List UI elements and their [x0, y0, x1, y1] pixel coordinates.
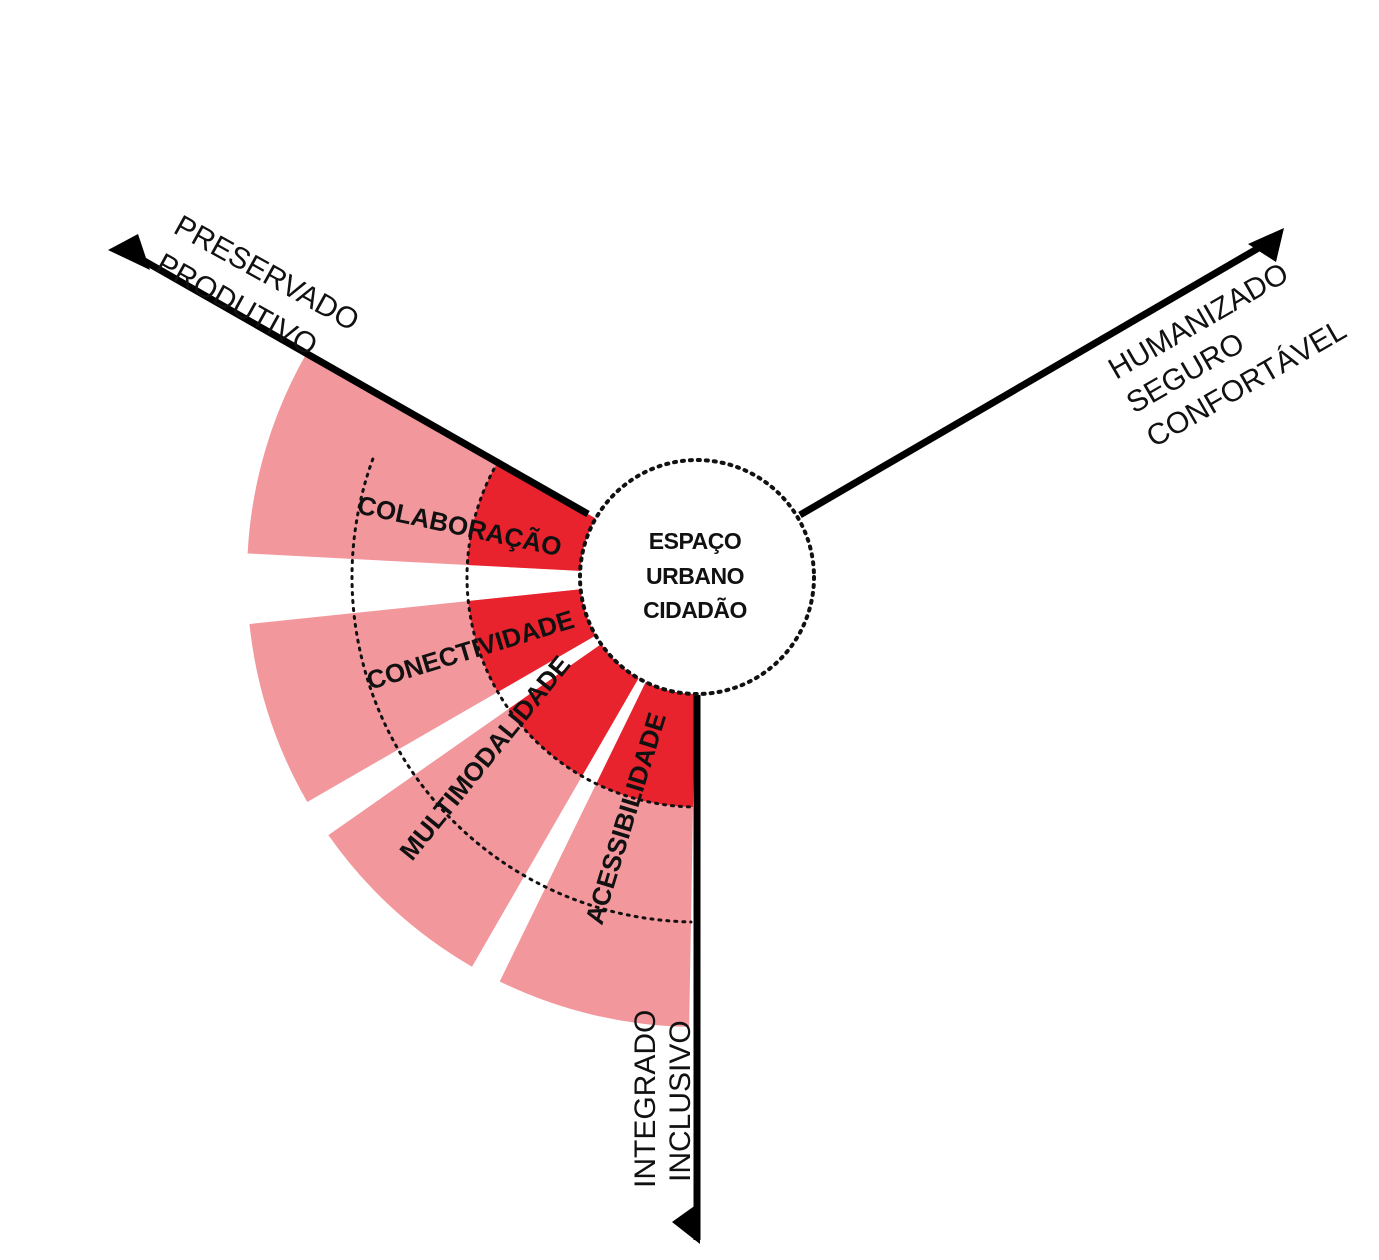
axis-line-humanizado [798, 242, 1264, 519]
arrowhead-humanizado-icon [1248, 228, 1284, 262]
sector-conectividade-inner-band [468, 588, 601, 692]
arrowhead-preservado-icon [108, 234, 150, 270]
center-circle [578, 458, 816, 696]
sector-fan [247, 352, 696, 1027]
center-label-line-2: URBANO [646, 563, 744, 589]
axis-label-humanizado: HUMANIZADO SEGURO CONFORTÁVEL [1103, 257, 1352, 454]
arrowhead-integrado-icon [672, 1202, 700, 1244]
axis-label-integrado: INTEGRADO INCLUSIVO [629, 1010, 697, 1188]
sector-colaboracao-inner-band [467, 462, 601, 572]
center-label-line-3: CIDADÃO [643, 596, 747, 623]
sector-acessibilidade-inner-band [596, 677, 696, 807]
dotted-ring-outer [350, 457, 693, 924]
axis-label-preservado: PRESERVADO PRODUTIVO [151, 209, 365, 362]
axis-label-integrado-line-2: INCLUSIVO [664, 1020, 697, 1182]
center-label-group: ESPAÇO URBANO CIDADÃO [643, 528, 747, 623]
center-label-line-1: ESPAÇO [649, 528, 741, 554]
axis-line-preservado [130, 250, 590, 518]
sector-multimodalidade-inner-band [508, 641, 641, 777]
axis-label-integrado-line-1: INTEGRADO [629, 1010, 662, 1188]
dotted-ring-inner [465, 467, 695, 809]
